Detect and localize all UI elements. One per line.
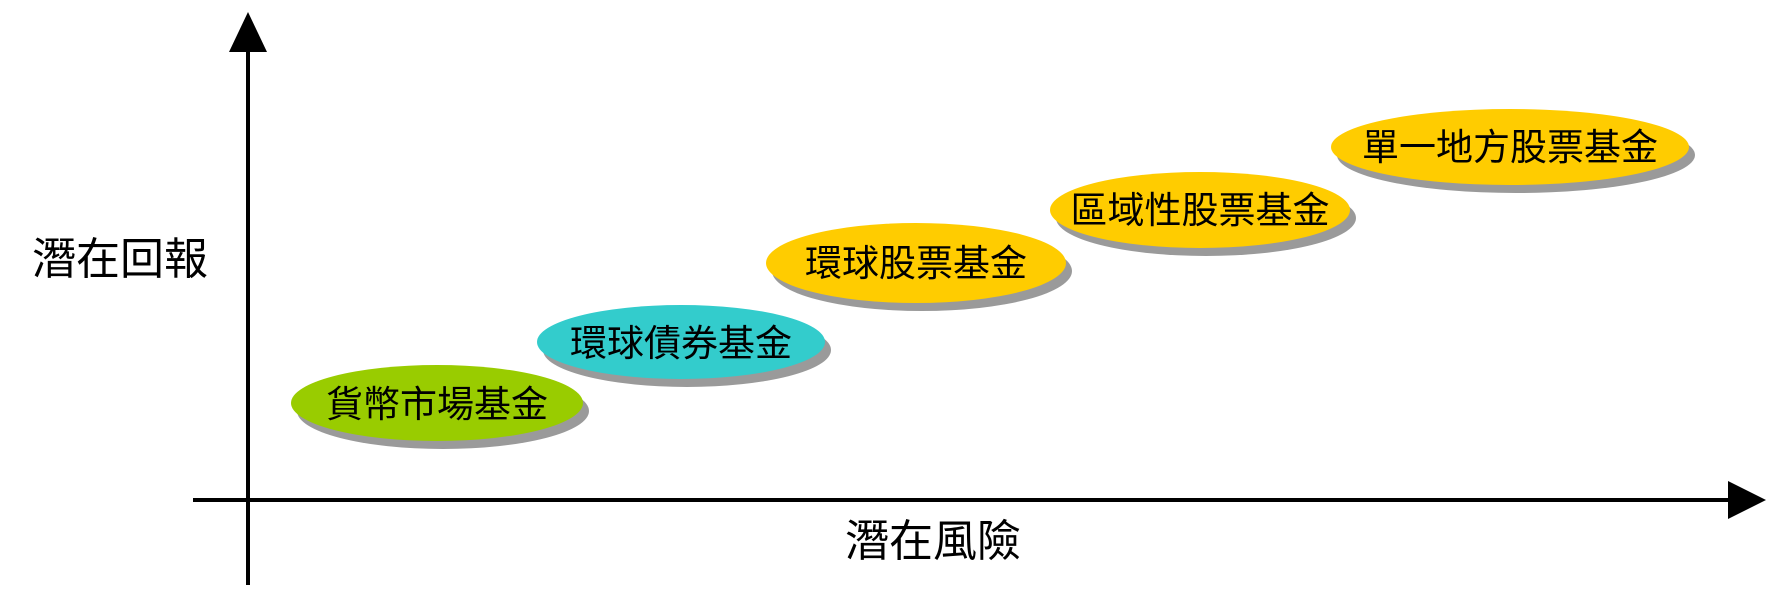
y-axis-title: 潛在回報 (32, 234, 208, 285)
fund-item: 單一地方股票基金 (1331, 109, 1695, 193)
fund-item: 區域性股票基金 (1050, 172, 1356, 256)
fund-ellipse (537, 305, 825, 379)
fund-label: 貨幣市場基金 (326, 383, 548, 426)
x-axis-arrowhead (1728, 481, 1766, 519)
x-axis-title: 潛在風險 (845, 516, 1021, 567)
fund-label: 區域性股票基金 (1071, 189, 1330, 232)
fund-label: 環球債券基金 (570, 322, 792, 365)
y-axis-arrowhead (229, 12, 267, 52)
fund-label: 單一地方股票基金 (1362, 126, 1658, 169)
fund-label: 環球股票基金 (805, 242, 1027, 285)
fund-item: 環球債券基金 (537, 305, 831, 387)
fund-item: 貨幣市場基金 (291, 365, 589, 449)
fund-ellipse (1050, 172, 1350, 248)
fund-ellipse (766, 223, 1066, 303)
fund-ellipse (1331, 109, 1689, 185)
fund-ellipse (291, 365, 583, 441)
fund-item: 環球股票基金 (766, 223, 1072, 311)
